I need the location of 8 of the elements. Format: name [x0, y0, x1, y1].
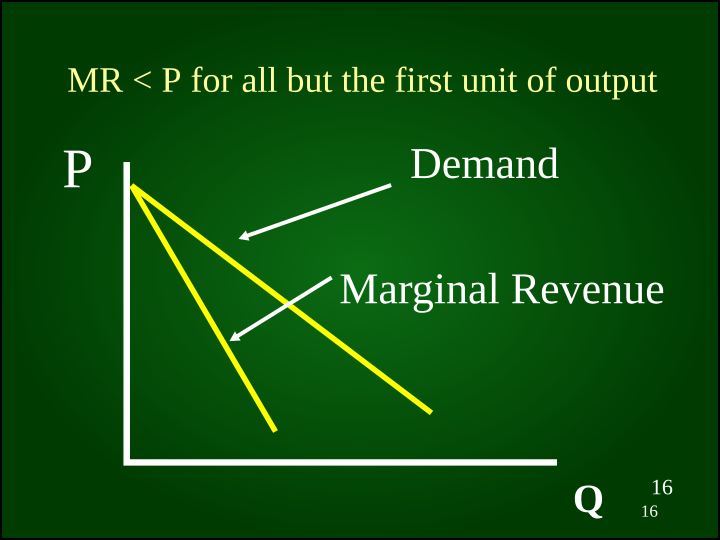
- curve-label: Demand: [411, 147, 559, 178]
- axis-label: P: [64, 150, 92, 188]
- slide-number: 16: [652, 480, 672, 494]
- curve-line: [129, 184, 278, 433]
- slide-title: MR < P for all but the first unit of output: [68, 66, 658, 100]
- curve-label: Marginal Revenue: [340, 272, 664, 313]
- slide-number: 16: [642, 505, 658, 517]
- axis-label: Q: [574, 486, 602, 518]
